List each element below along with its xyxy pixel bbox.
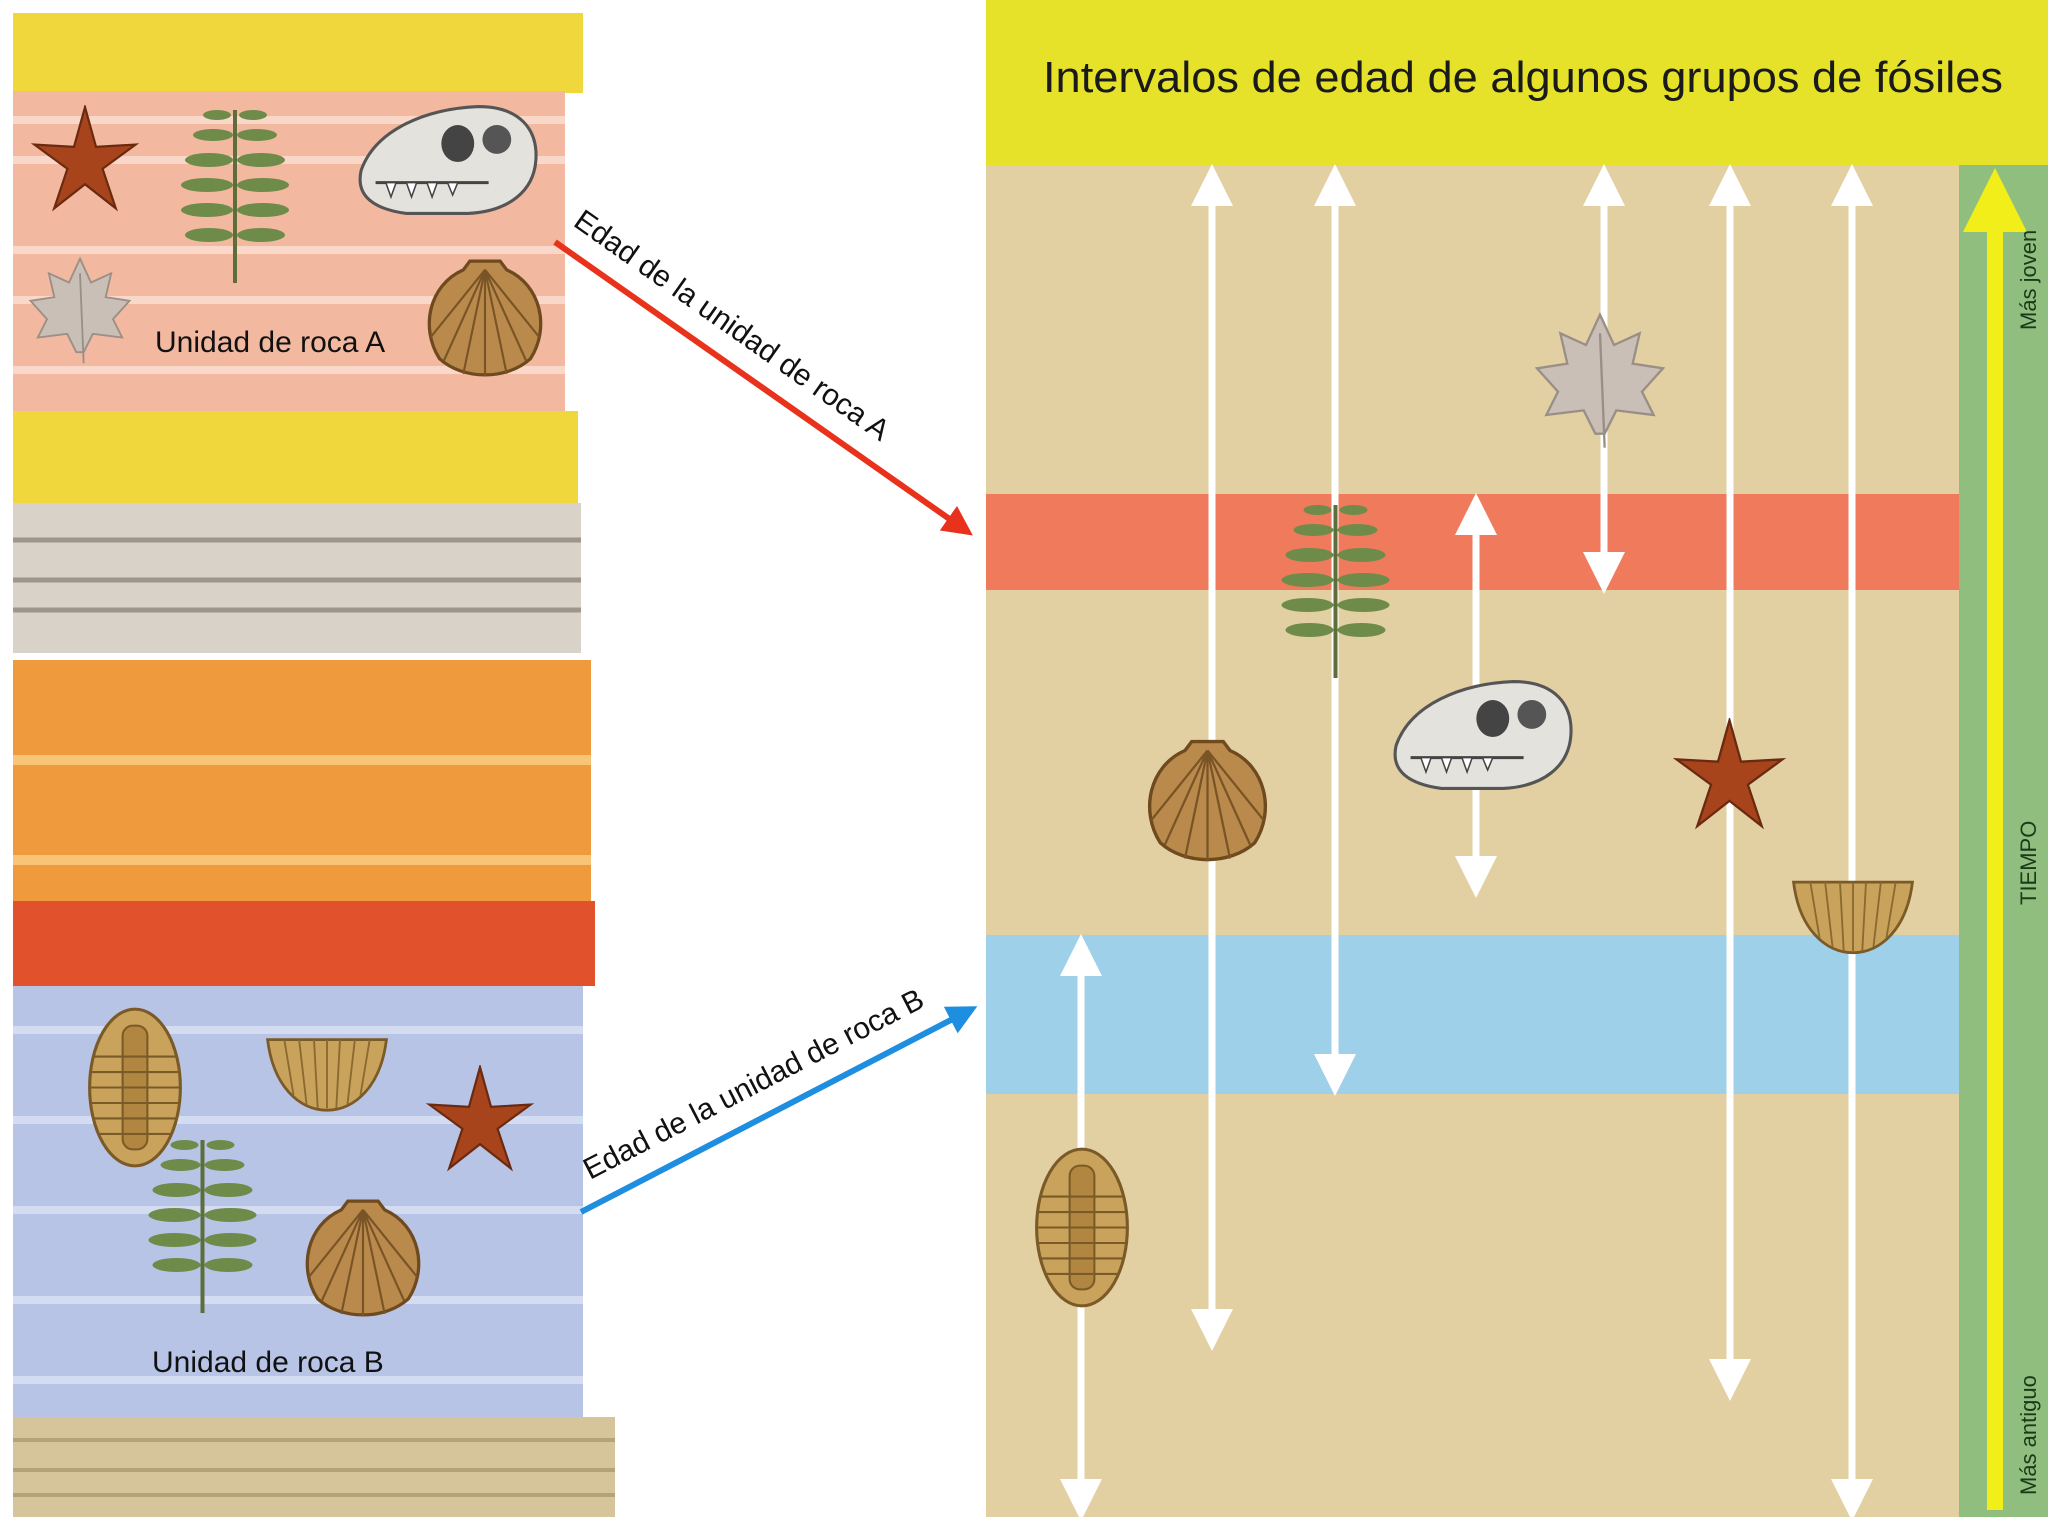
rock-unit-b-band xyxy=(986,935,1959,1094)
age-a-connector: Edad de la unidad de roca A xyxy=(553,204,973,536)
time-axis-label: TIEMPO xyxy=(2016,821,2041,905)
trilobite-icon xyxy=(1034,1147,1130,1308)
layer-yellow-mid xyxy=(13,411,578,503)
unit-b-label: Unidad de roca B xyxy=(152,1346,384,1379)
layer-tan-bottom xyxy=(13,1417,615,1517)
layer-red xyxy=(13,901,595,986)
age-a-label: Edad de la unidad de roca A xyxy=(568,204,895,448)
unit-a-label: Unidad de roca A xyxy=(155,326,385,359)
age-b-label: Edad de la unidad de roca B xyxy=(578,983,929,1187)
age-b-arrow xyxy=(579,1006,978,1215)
age-a-arrow xyxy=(553,239,973,536)
chart-title: Intervalos de edad de algunos grupos de … xyxy=(1043,53,2003,102)
rock-column: Unidad de roca A Unidad de roca B xyxy=(13,13,615,1517)
time-strip xyxy=(1959,165,2048,1517)
fossil-range-chart: Intervalos de edad de algunos grupos de … xyxy=(986,0,2048,1521)
age-b-connector: Edad de la unidad de roca B xyxy=(578,983,978,1215)
younger-label: Más joven xyxy=(2016,230,2041,330)
trilobite-icon xyxy=(87,1007,183,1168)
layer-yellow-top xyxy=(13,13,583,93)
older-label: Más antiguo xyxy=(2016,1375,2041,1495)
title-bar xyxy=(986,0,2048,165)
